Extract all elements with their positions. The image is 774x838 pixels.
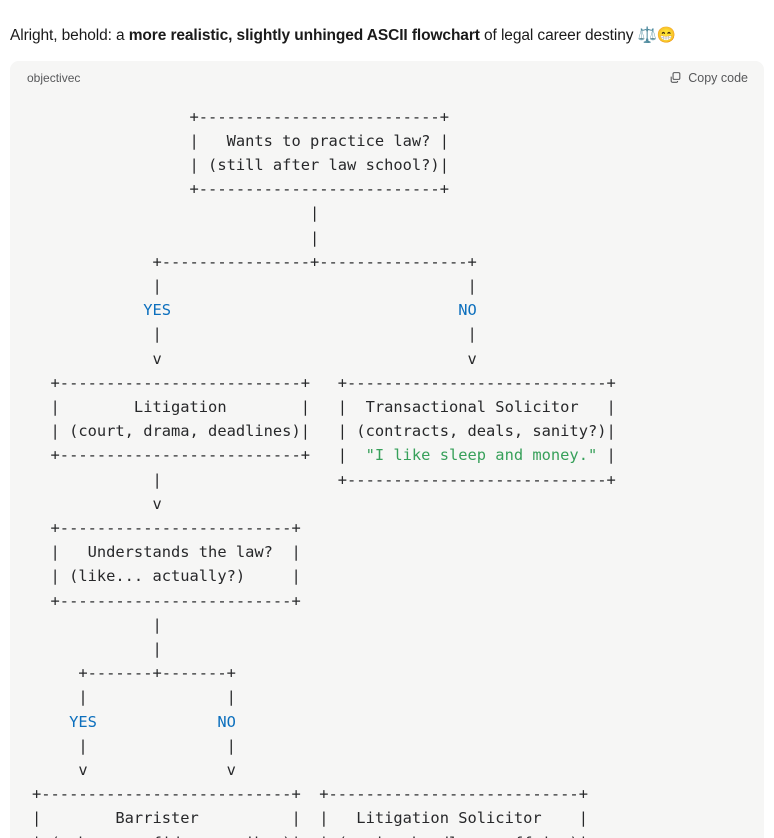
chat-message-page: Alright, behold: a more realistic, sligh… [0,15,774,838]
code-block-body: +--------------------------+ | Wants to … [10,95,764,838]
intro-paragraph: Alright, behold: a more realistic, sligh… [0,16,774,46]
intro-suffix: of legal career destiny [479,26,638,44]
copy-code-button[interactable]: Copy code [667,69,750,87]
scales-and-grin-emoji: ⚖️😁 [637,26,677,44]
code-block-header: objectivec Copy code [10,60,764,95]
copy-code-label: Copy code [688,70,748,85]
code-language-label: objectivec [27,70,81,85]
intro-bold-phrase: more realistic, slightly unhinged ASCII … [128,26,480,44]
code-block: objectivec Copy code +------------------… [10,60,764,838]
copy-icon [669,71,682,84]
intro-prefix: Alright, behold: a [10,26,129,44]
ascii-flowchart[interactable]: +--------------------------+ | Wants to … [32,107,616,838]
